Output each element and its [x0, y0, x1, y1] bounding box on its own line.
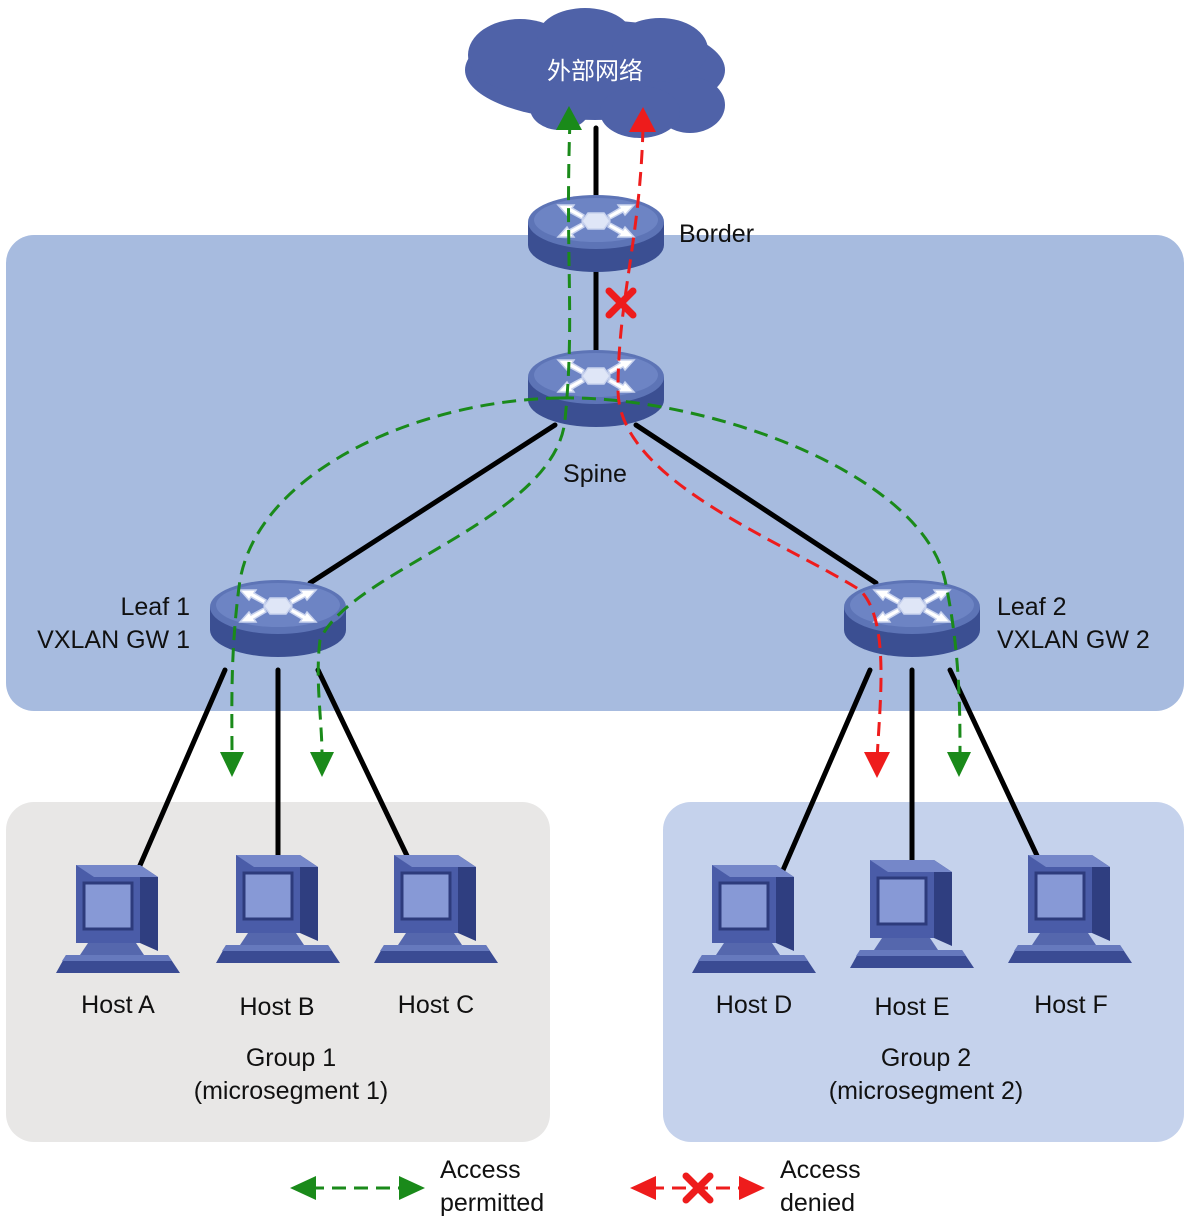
link-leaf1-hostc — [315, 667, 413, 865]
cloud-label: 外部网络 — [547, 57, 643, 85]
border-switch — [527, 194, 665, 273]
link-spine-leaf2 — [633, 422, 879, 586]
host-c-label: Host C — [398, 991, 474, 1019]
group1-label-line1: Group 1 — [246, 1044, 336, 1072]
link-leaf2-hostf — [947, 667, 1043, 865]
host-a-label: Host A — [81, 991, 155, 1019]
host-e-label: Host E — [874, 993, 949, 1021]
host-b-label: Host B — [239, 993, 314, 1021]
border-label: Border — [679, 220, 754, 248]
denied-flow — [616, 127, 883, 761]
legend-denied-line2: denied — [780, 1189, 855, 1217]
denied-x-icon — [605, 287, 637, 319]
group2-label-line2: (microsegment 2) — [829, 1077, 1024, 1105]
leaf1-switch — [209, 579, 347, 658]
permitted-flows — [230, 119, 962, 756]
leaf2-label-line2: VXLAN GW 2 — [997, 626, 1150, 654]
group2-label-line1: Group 2 — [881, 1044, 971, 1072]
link-leaf1-hosta — [135, 667, 228, 873]
leaf1-label-line2: VXLAN GW 1 — [37, 626, 190, 654]
denied-arrowhead-up — [629, 107, 656, 132]
permitted-arrowheads — [220, 106, 971, 777]
legend-denied-symbol — [630, 1172, 765, 1204]
links — [135, 125, 1043, 880]
leaf2-switch — [843, 579, 981, 658]
leaf2-label-line1: Leaf 2 — [997, 593, 1067, 621]
link-spine-leaf1 — [307, 422, 558, 586]
group1-label-line2: (microsegment 1) — [194, 1077, 389, 1105]
legend-denied-line1: Access — [780, 1156, 861, 1184]
leaf1-label-line1: Leaf 1 — [120, 593, 190, 621]
legend-permitted-line1: Access — [440, 1156, 521, 1184]
denied-arrowhead-down — [864, 752, 890, 778]
spine-label: Spine — [563, 460, 627, 488]
spine-switch — [527, 349, 665, 428]
legend-permitted-line2: permitted — [440, 1189, 544, 1217]
legend-permitted-symbol — [290, 1176, 425, 1200]
external-network-cloud — [465, 8, 725, 138]
host-d-label: Host D — [716, 991, 792, 1019]
host-f-label: Host F — [1034, 991, 1108, 1019]
link-leaf2-hostd — [777, 667, 873, 880]
